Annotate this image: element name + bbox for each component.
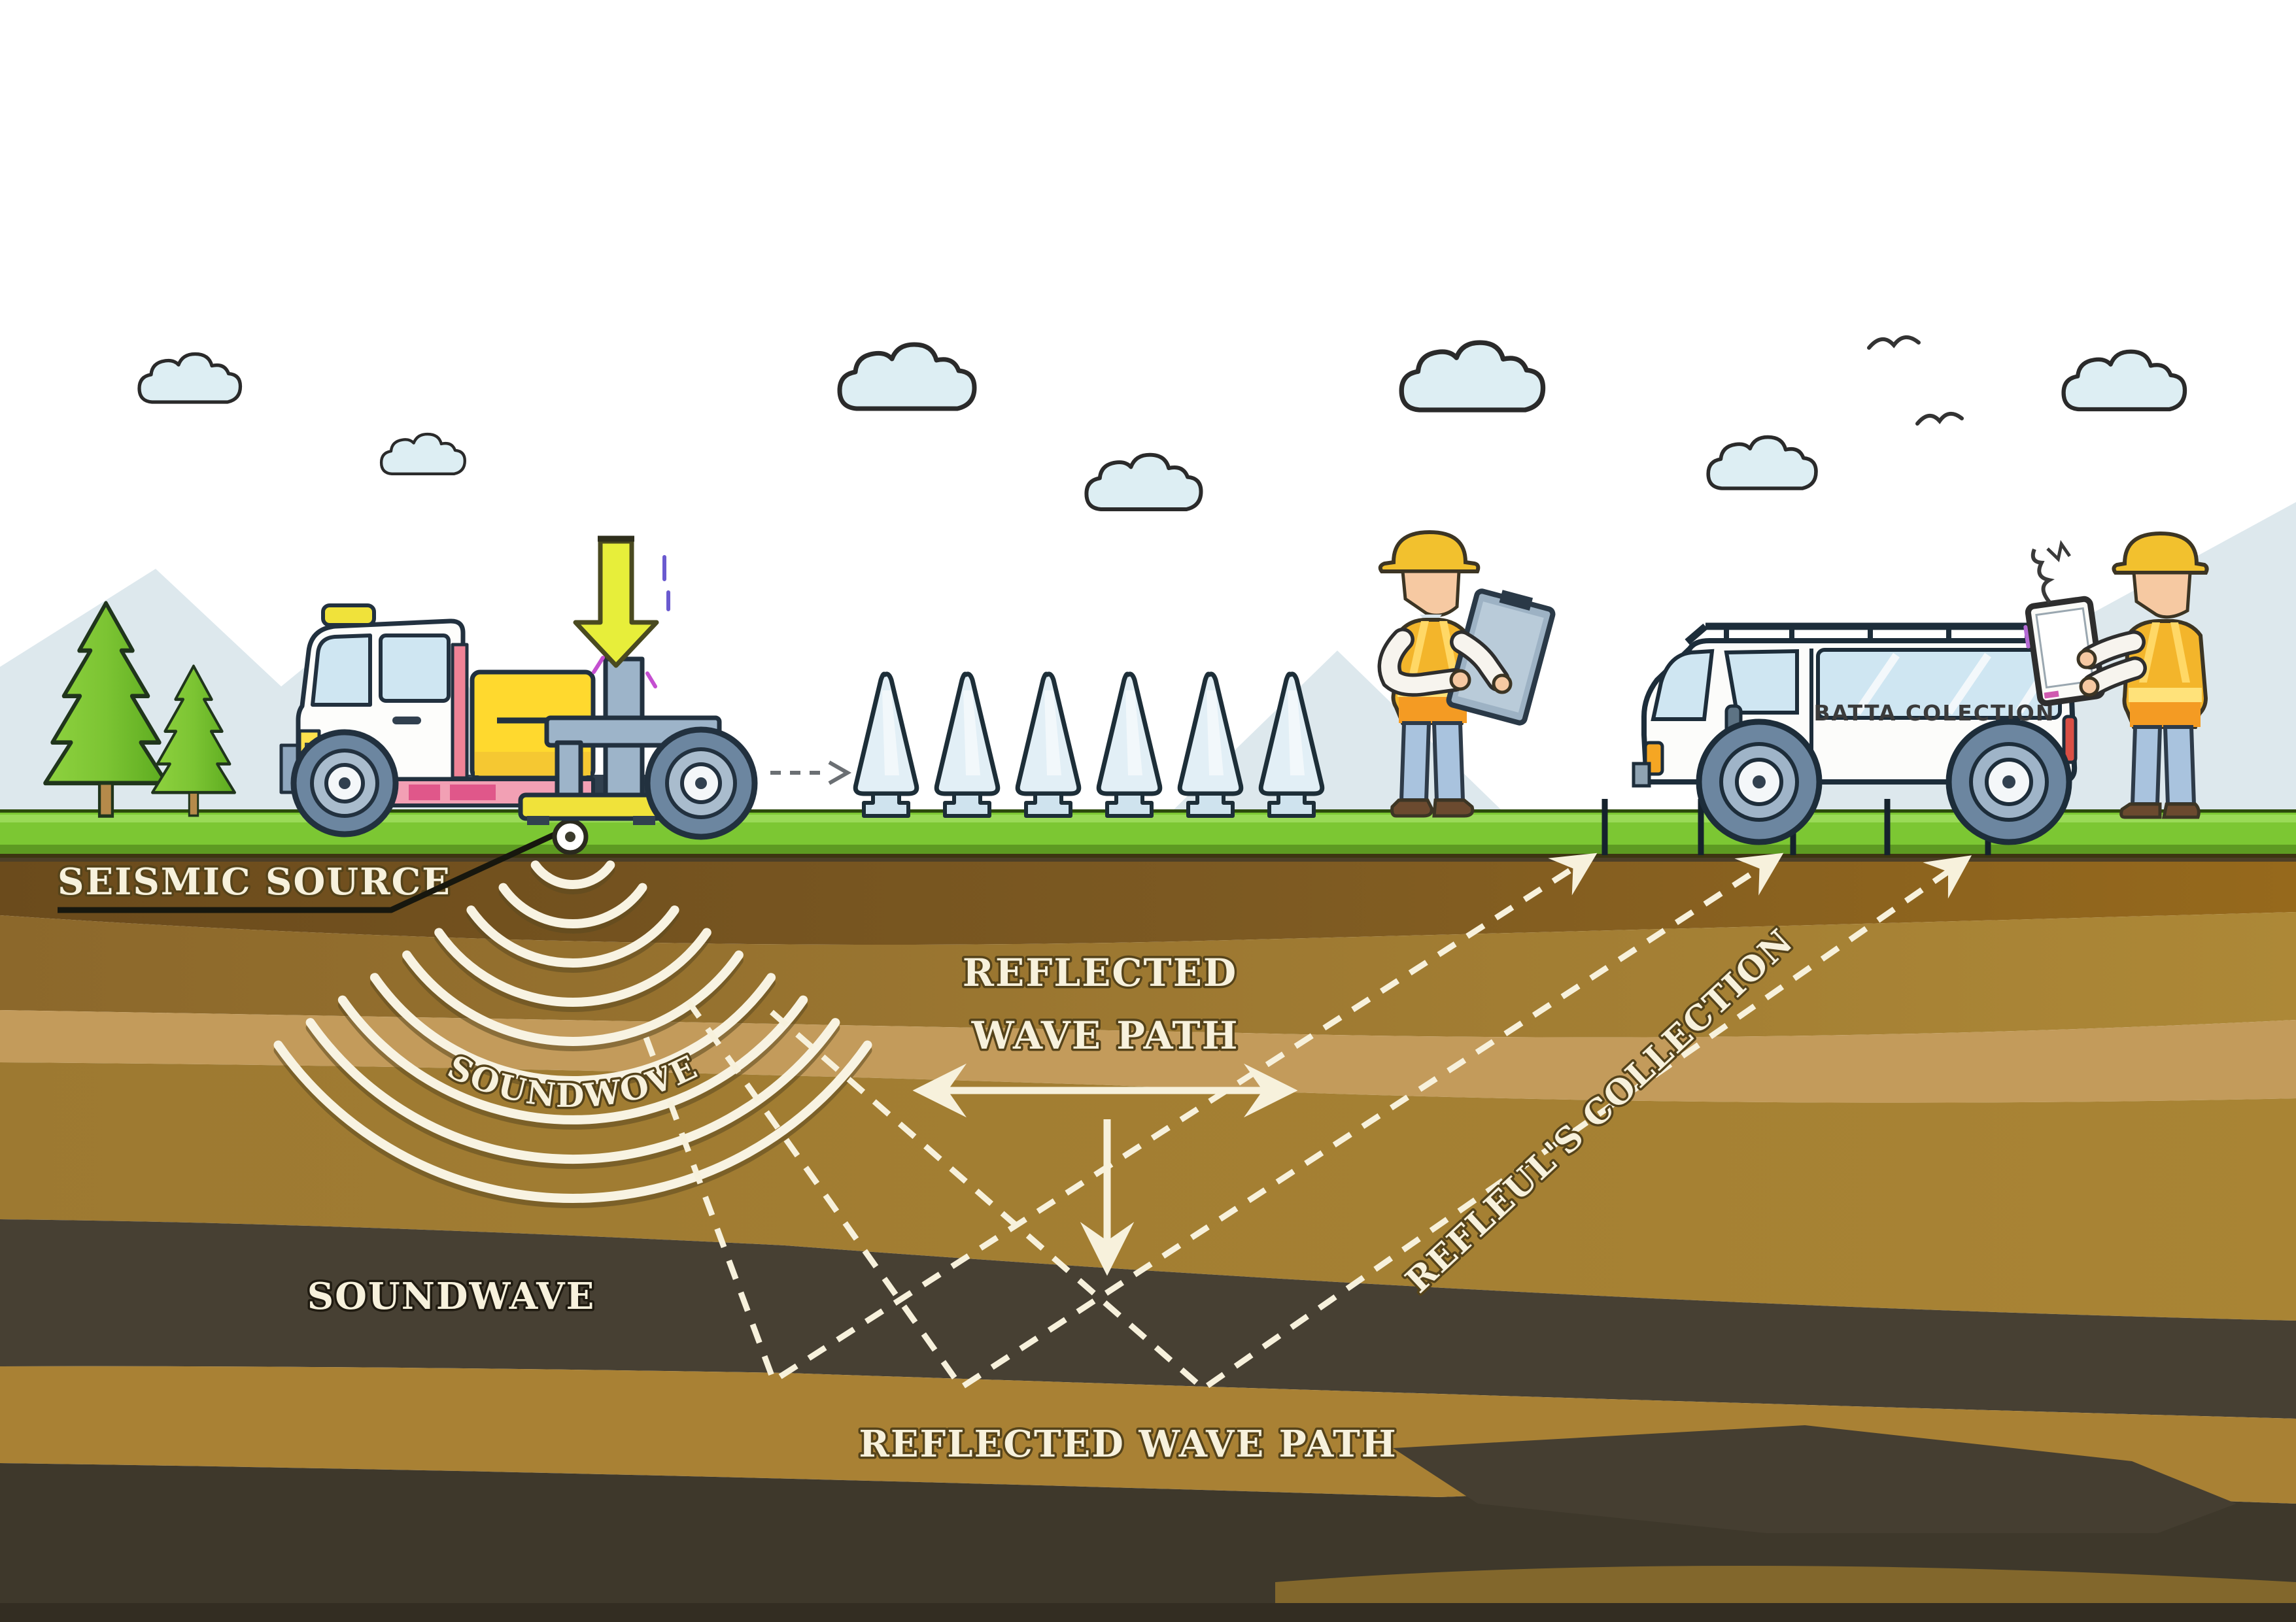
motion-arrow <box>770 760 852 785</box>
van-taillight <box>2062 715 2078 764</box>
truck-windshield <box>311 634 372 707</box>
truck-side-window <box>379 634 451 703</box>
label-reflected-wave-path-line2: WAVE PATH <box>971 1013 1239 1058</box>
vibroseis-truck <box>279 535 852 840</box>
vibrator-baseplate <box>518 792 664 821</box>
reflected-ray-paths <box>643 853 1972 1393</box>
label-reflected-wave-path-line1: REFLECTED <box>963 951 1237 995</box>
label-soundwave: SOUNDWAVE <box>307 1275 596 1318</box>
seismic-source-marker <box>58 819 589 913</box>
wave-path-arrows <box>912 1063 1298 1276</box>
clipboard <box>1446 588 1556 726</box>
face <box>1401 569 1461 617</box>
reflected-ray-path <box>770 855 1972 1393</box>
truck-wheels <box>290 726 758 840</box>
label-reflected-wave-path-bottom: REFLECTED WAVE PATH <box>859 1423 1397 1466</box>
hard-hat <box>1378 530 1481 573</box>
label-seismic-source: SEISMIC SOURCE <box>58 860 451 904</box>
birds <box>1867 335 1964 426</box>
van-windshield <box>1651 649 1715 721</box>
bird-icon <box>1915 412 1964 426</box>
hard-hat <box>2112 531 2209 575</box>
van-wheels <box>1696 718 2072 845</box>
van-door-window <box>1724 649 1799 715</box>
impact-arrow <box>573 535 670 688</box>
truck-beacon <box>321 603 376 627</box>
face <box>2132 571 2192 619</box>
bird-icon <box>1867 335 1921 350</box>
worker-with-device <box>2023 531 2209 819</box>
worker-with-clipboard <box>1377 530 1556 818</box>
survey-van: BATTA COLECTION <box>1632 622 2078 845</box>
